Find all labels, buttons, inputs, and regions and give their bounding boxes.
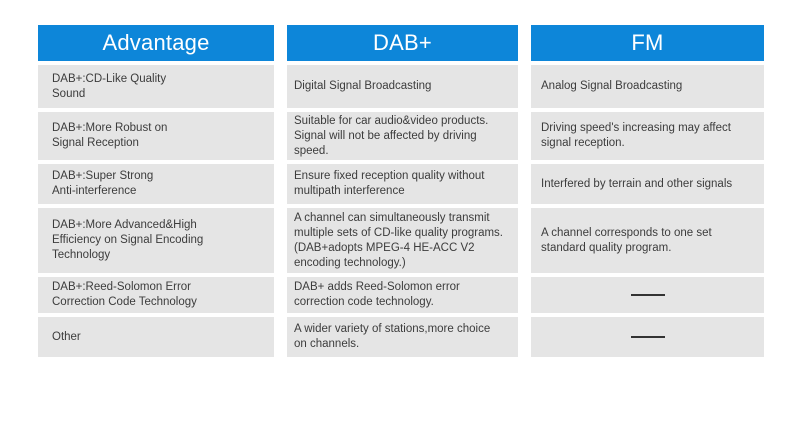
cell-dab-row4: A channel can simultaneously transmit mu… <box>287 208 518 273</box>
cell-text: DAB+:Reed-Solomon Error Correction Code … <box>52 281 197 308</box>
cell-fm-row1: Analog Signal Broadcasting <box>531 65 764 108</box>
cell-fm-row5 <box>531 277 764 313</box>
cell-text: DAB+:More Robust on Signal Reception <box>52 122 168 149</box>
cell-dab-row3: Ensure fixed reception quality without m… <box>287 164 518 204</box>
cell-advantage-row2: DAB+:More Robust on Signal Reception <box>38 112 274 160</box>
cell-text: Ensure fixed reception quality without m… <box>294 170 485 197</box>
cell-text: A wider variety of stations,more choice … <box>294 323 491 350</box>
cell-text: DAB+ adds Reed-Solomon error correction … <box>294 281 460 308</box>
cell-advantage-row3: DAB+:Super Strong Anti-interference <box>38 164 274 204</box>
cell-text: DAB+:More Advanced&High Efficiency on Si… <box>52 219 204 261</box>
em-dash-line <box>630 336 665 338</box>
cell-text: A channel corresponds to one set standar… <box>541 226 712 254</box>
cell-fm-row3: Interfered by terrain and other signals <box>531 164 764 204</box>
cell-fm-row4: A channel corresponds to one set standar… <box>531 208 764 273</box>
cell-advantage-row4: DAB+:More Advanced&High Efficiency on Si… <box>38 208 274 273</box>
column-header-advantage: Advantage <box>38 25 274 61</box>
cell-advantage-row6: Other <box>38 317 274 357</box>
cell-dab-row1: Digital Signal Broadcasting <box>287 65 518 108</box>
cell-text: DAB+:Super Strong Anti-interference <box>52 170 154 197</box>
cell-text: Driving speed's increasing may affect si… <box>541 122 731 149</box>
cell-text: Suitable for car audio&video products. S… <box>294 114 489 157</box>
cell-advantage-row1: DAB+:CD-Like Quality Sound <box>38 65 274 108</box>
cell-dab-row2: Suitable for car audio&video products. S… <box>287 112 518 160</box>
cell-text: Analog Signal Broadcasting <box>541 80 683 92</box>
cell-text: A channel can simultaneously transmit mu… <box>294 211 503 269</box>
cell-fm-row6 <box>531 317 764 357</box>
cell-text: Other <box>52 330 81 343</box>
column-header-fm: FM <box>531 25 764 61</box>
cell-text: Interfered by terrain and other signals <box>541 177 733 190</box>
cell-advantage-row5: DAB+:Reed-Solomon Error Correction Code … <box>38 277 274 313</box>
dab-vs-fm-comparison-table: Advantage DAB+ FM DAB+:CD-Like Quality S… <box>38 25 764 357</box>
em-dash-line <box>630 294 665 296</box>
cell-text: DAB+:CD-Like Quality Sound <box>52 72 167 100</box>
cell-dab-row5: DAB+ adds Reed-Solomon error correction … <box>287 277 518 313</box>
cell-text: Digital Signal Broadcasting <box>294 80 432 92</box>
cell-fm-row2: Driving speed's increasing may affect si… <box>531 112 764 160</box>
cell-dab-row6: A wider variety of stations,more choice … <box>287 317 518 357</box>
column-header-dab: DAB+ <box>287 25 518 61</box>
